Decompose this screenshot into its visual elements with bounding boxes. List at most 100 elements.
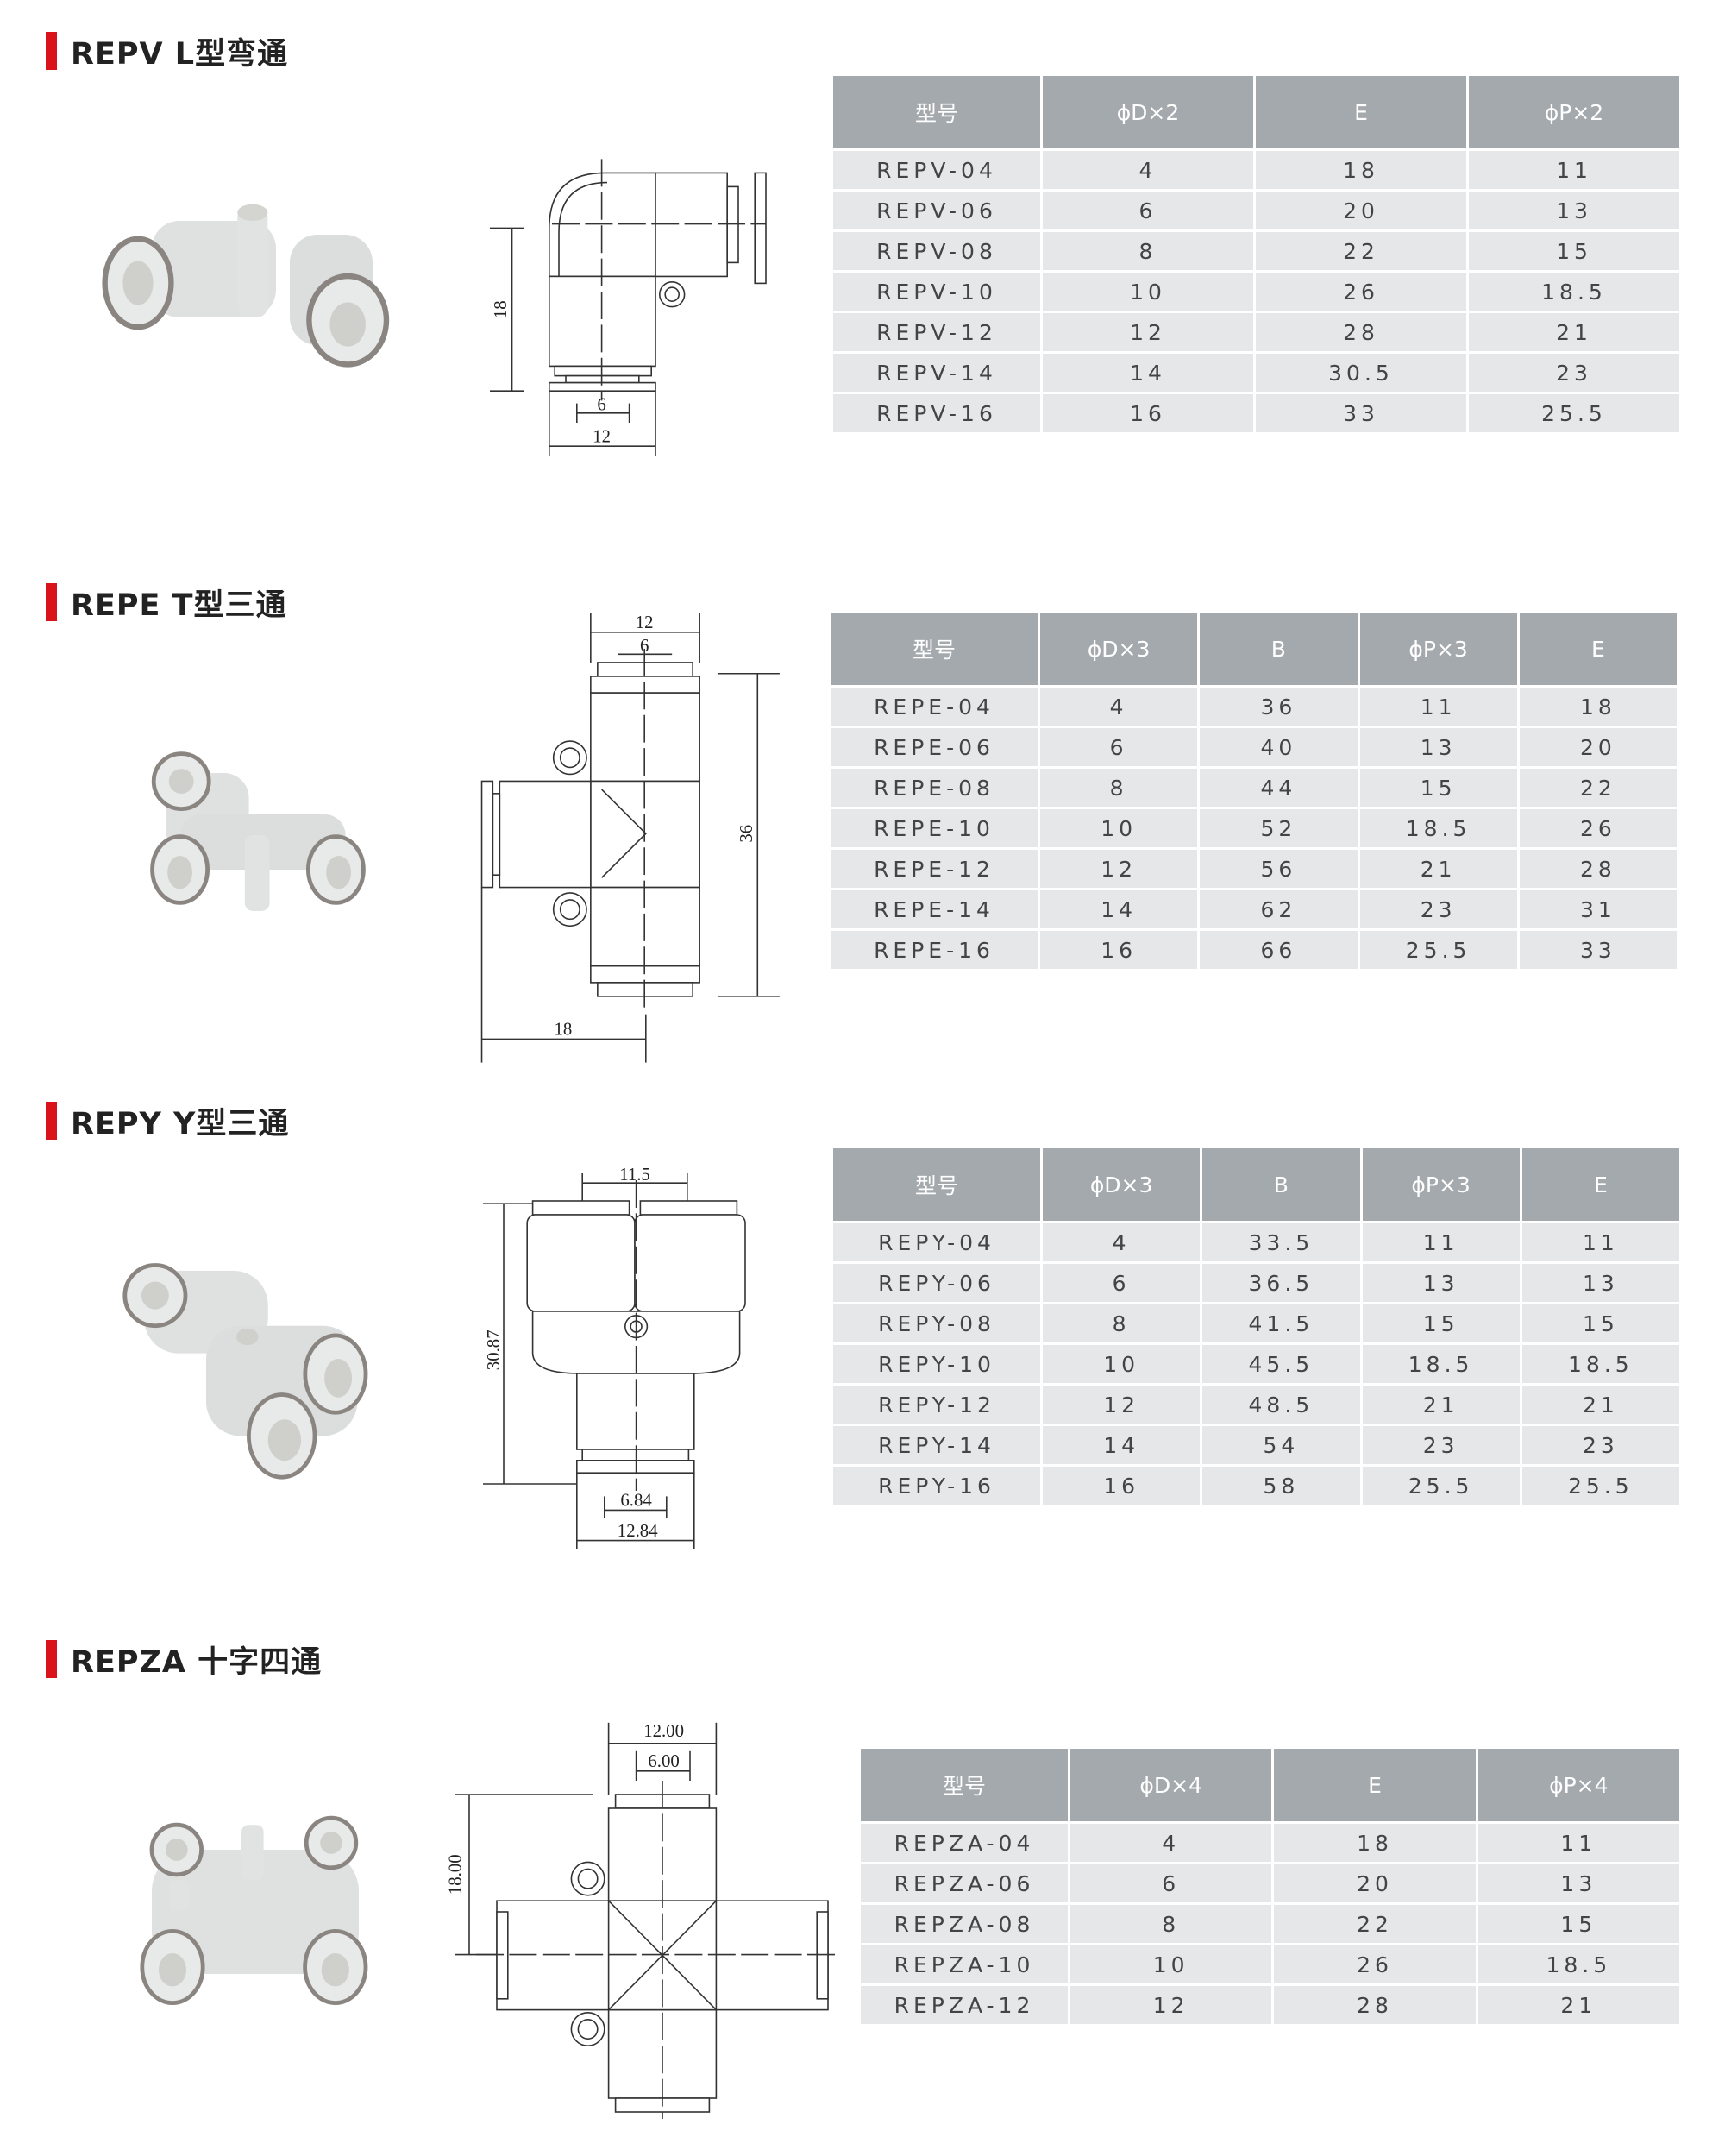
value-cell: 13 xyxy=(1477,1864,1679,1902)
value-cell: 15 xyxy=(1362,1304,1520,1342)
product-photo-repv xyxy=(102,204,390,368)
value-cell: 26 xyxy=(1256,273,1466,311)
value-cell: 4 xyxy=(1043,151,1253,189)
value-cell: 8 xyxy=(1070,1905,1272,1943)
value-cell: 18.5 xyxy=(1362,1345,1520,1383)
product-photo-repe xyxy=(150,751,366,911)
dim-outer: 12.00 xyxy=(643,1721,684,1741)
value-cell: 6 xyxy=(1070,1864,1272,1902)
section-title-repv: REPV L型弯通 xyxy=(46,32,288,72)
value-cell: 6 xyxy=(1043,192,1253,229)
value-cell: 18.5 xyxy=(1477,1945,1679,1983)
value-cell: 11 xyxy=(1359,688,1517,726)
value-cell: 26 xyxy=(1274,1945,1476,1983)
value-cell: 20 xyxy=(1256,192,1466,229)
column-header: ϕD×2 xyxy=(1043,76,1253,148)
value-cell: 58 xyxy=(1202,1467,1360,1505)
dim-height: 18 xyxy=(491,300,511,318)
value-cell: 15 xyxy=(1477,1905,1679,1943)
column-header: 型号 xyxy=(833,76,1040,148)
model-cell: REPY-12 xyxy=(833,1386,1040,1424)
value-cell: 25.5 xyxy=(1521,1467,1679,1505)
value-cell: 25.5 xyxy=(1359,931,1517,969)
value-cell: 6 xyxy=(1040,728,1198,766)
value-cell: 33 xyxy=(1256,394,1466,432)
value-cell: 36.5 xyxy=(1202,1264,1360,1302)
model-cell: REPY-06 xyxy=(833,1264,1040,1302)
value-cell: 13 xyxy=(1469,192,1679,229)
drawing-repza: 12.00 6.00 18.00 xyxy=(448,1721,835,2119)
dim-outer: 12 xyxy=(593,426,611,446)
value-cell: 14 xyxy=(1040,890,1198,928)
product-photo-repy xyxy=(122,1263,368,1480)
model-cell: REPY-10 xyxy=(833,1345,1040,1383)
model-cell: REPV-10 xyxy=(833,273,1040,311)
dim-width: 18 xyxy=(554,1020,572,1040)
value-cell: 16 xyxy=(1043,1467,1201,1505)
value-cell: 33 xyxy=(1519,931,1677,969)
value-cell: 10 xyxy=(1040,809,1198,847)
model-cell: REPV-08 xyxy=(833,232,1040,270)
value-cell: 4 xyxy=(1043,1223,1201,1261)
dim-height: 36 xyxy=(737,825,756,843)
section-title-repy: REPY Y型三通 xyxy=(46,1102,289,1141)
column-header: 型号 xyxy=(861,1749,1068,1821)
value-cell: 28 xyxy=(1274,1986,1476,2024)
column-header: ϕP×4 xyxy=(1477,1749,1679,1821)
model-cell: REPV-04 xyxy=(833,151,1040,189)
value-cell: 18 xyxy=(1274,1824,1476,1862)
value-cell: 40 xyxy=(1200,728,1358,766)
model-cell: REPY-08 xyxy=(833,1304,1040,1342)
value-cell: 12 xyxy=(1040,850,1198,888)
model-cell: REPE-08 xyxy=(831,769,1038,807)
value-cell: 36 xyxy=(1200,688,1358,726)
model-cell: REPV-14 xyxy=(833,354,1040,392)
model-cell: REPE-14 xyxy=(831,890,1038,928)
model-cell: REPZA-10 xyxy=(861,1945,1068,1983)
value-cell: 8 xyxy=(1043,1304,1201,1342)
value-cell: 15 xyxy=(1521,1304,1679,1342)
title-accent-bar xyxy=(46,1640,57,1678)
value-cell: 56 xyxy=(1200,850,1358,888)
value-cell: 23 xyxy=(1469,354,1679,392)
model-cell: REPY-04 xyxy=(833,1223,1040,1261)
value-cell: 21 xyxy=(1362,1386,1520,1424)
dim-outer: 12.84 xyxy=(618,1521,658,1541)
value-cell: 15 xyxy=(1359,769,1517,807)
value-cell: 11 xyxy=(1469,151,1679,189)
value-cell: 10 xyxy=(1043,273,1253,311)
value-cell: 13 xyxy=(1362,1264,1520,1302)
column-header: 型号 xyxy=(833,1148,1040,1221)
value-cell: 11 xyxy=(1521,1223,1679,1261)
column-header: ϕD×3 xyxy=(1043,1148,1201,1221)
model-cell: REPV-12 xyxy=(833,313,1040,351)
value-cell: 66 xyxy=(1200,931,1358,969)
value-cell: 21 xyxy=(1469,313,1679,351)
column-header: E xyxy=(1274,1749,1476,1821)
value-cell: 20 xyxy=(1274,1864,1476,1902)
section-title-repza: REPZA 十字四通 xyxy=(46,1640,322,1680)
value-cell: 41.5 xyxy=(1202,1304,1360,1342)
value-cell: 14 xyxy=(1043,1426,1201,1464)
value-cell: 33.5 xyxy=(1202,1223,1360,1261)
value-cell: 48.5 xyxy=(1202,1386,1360,1424)
model-cell: REPE-16 xyxy=(831,931,1038,969)
title-accent-bar xyxy=(46,583,57,621)
